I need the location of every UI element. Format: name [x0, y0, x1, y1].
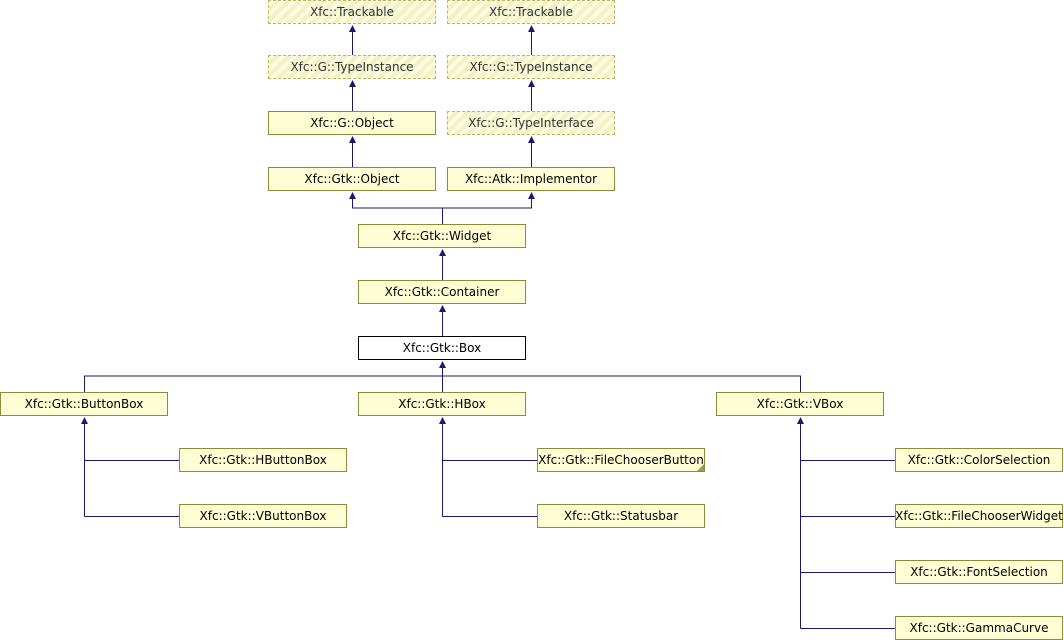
inheritance-arrow — [797, 417, 804, 424]
node-g-typeinstance-1[interactable]: Xfc::G::TypeInstance — [268, 55, 436, 79]
node-label: Xfc::Gtk::Box — [402, 341, 482, 355]
node-label: Xfc::Gtk::Widget — [392, 229, 492, 243]
inheritance-arrow — [439, 417, 446, 424]
node-gtk-fontselection[interactable]: Xfc::Gtk::FontSelection — [895, 560, 1063, 584]
node-gtk-buttonbox[interactable]: Xfc::Gtk::ButtonBox — [0, 392, 168, 416]
node-label: Xfc::Gtk::Statusbar — [563, 509, 679, 523]
inheritance-arrow — [439, 249, 446, 256]
inheritance-arrow — [528, 136, 535, 143]
node-gtk-vbox[interactable]: Xfc::Gtk::VBox — [716, 392, 884, 416]
node-label: Xfc::Gtk::Container — [384, 285, 500, 299]
node-label: Xfc::Gtk::FileChooserButton — [538, 453, 704, 467]
node-gtk-statusbar[interactable]: Xfc::Gtk::Statusbar — [537, 504, 705, 528]
inheritance-arrow — [81, 417, 88, 424]
node-gtk-container[interactable]: Xfc::Gtk::Container — [358, 280, 526, 304]
node-label: Xfc::Gtk::HButtonBox — [199, 453, 327, 467]
node-label: Xfc::Trackable — [488, 5, 573, 19]
inheritance-arrow — [528, 80, 535, 87]
node-label: Xfc::Gtk::ColorSelection — [907, 453, 1051, 467]
node-gtk-vbuttonbox[interactable]: Xfc::Gtk::VButtonBox — [179, 504, 347, 528]
inheritance-arrow — [349, 80, 356, 87]
node-gtk-filechooserbutton[interactable]: Xfc::Gtk::FileChooserButton — [537, 448, 705, 472]
node-atk-implementor[interactable]: Xfc::Atk::Implementor — [447, 167, 615, 191]
node-gtk-widget[interactable]: Xfc::Gtk::Widget — [358, 224, 526, 248]
inheritance-arrow — [349, 25, 356, 32]
inheritance-edge — [442, 198, 532, 209]
node-label: Xfc::Gtk::GammaCurve — [909, 621, 1049, 635]
inheritance-arrow — [439, 305, 446, 312]
node-label: Xfc::Gtk::ButtonBox — [24, 397, 144, 411]
inheritance-arrow — [528, 192, 535, 199]
node-gtk-hbox[interactable]: Xfc::Gtk::HBox — [358, 392, 526, 416]
node-trackable-1[interactable]: Xfc::Trackable — [268, 0, 436, 24]
node-gtk-colorselection[interactable]: Xfc::Gtk::ColorSelection — [895, 448, 1063, 472]
inheritance-arrow — [349, 136, 356, 143]
node-label: Xfc::Trackable — [309, 5, 394, 19]
folded-corner-icon — [697, 464, 704, 471]
node-g-typeinstance-2[interactable]: Xfc::G::TypeInstance — [447, 55, 615, 79]
node-label: Xfc::Gtk::VBox — [756, 397, 844, 411]
inheritance-arrow — [528, 25, 535, 32]
inheritance-arrow — [349, 192, 356, 199]
node-label: Xfc::Gtk::FontSelection — [910, 565, 1048, 579]
node-label: Xfc::Gtk::VButtonBox — [199, 509, 327, 523]
node-label: Xfc::Gtk::Object — [304, 172, 400, 186]
node-gtk-filechooserwidget[interactable]: Xfc::Gtk::FileChooserWidget — [895, 504, 1063, 528]
node-g-object[interactable]: Xfc::G::Object — [268, 111, 436, 135]
node-gtk-gammacurve[interactable]: Xfc::Gtk::GammaCurve — [895, 616, 1063, 640]
node-label: Xfc::G::Object — [310, 116, 394, 130]
node-gtk-hbuttonbox[interactable]: Xfc::Gtk::HButtonBox — [179, 448, 347, 472]
node-label: Xfc::Atk::Implementor — [464, 172, 598, 186]
node-label: Xfc::Gtk::HBox — [398, 397, 486, 411]
node-label: Xfc::G::TypeInstance — [469, 60, 593, 74]
inheritance-edge — [352, 198, 443, 224]
node-label: Xfc::G::TypeInterface — [468, 116, 594, 130]
node-gtk-object[interactable]: Xfc::Gtk::Object — [268, 167, 436, 191]
node-gtk-box[interactable]: Xfc::Gtk::Box — [358, 336, 526, 360]
node-label: Xfc::G::TypeInstance — [290, 60, 414, 74]
inheritance-arrow — [439, 361, 446, 368]
node-g-typeinterface[interactable]: Xfc::G::TypeInterface — [447, 111, 615, 135]
node-label: Xfc::Gtk::FileChooserWidget — [895, 509, 1063, 523]
node-trackable-2[interactable]: Xfc::Trackable — [447, 0, 615, 24]
